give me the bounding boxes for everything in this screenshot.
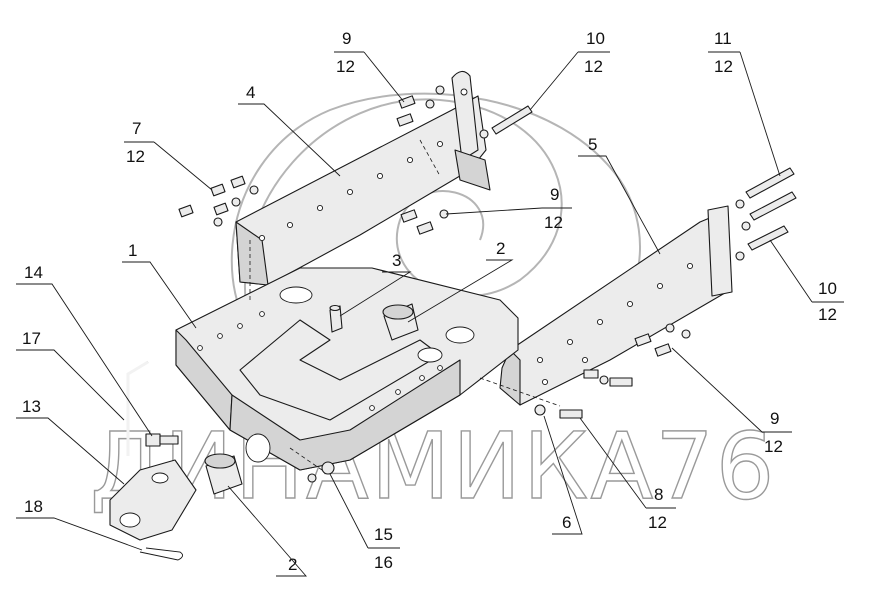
svg-text:16: 16 — [374, 553, 393, 572]
svg-text:12: 12 — [544, 213, 563, 232]
fasteners-group-9b — [400, 209, 449, 235]
svg-text:12: 12 — [764, 437, 783, 456]
callout-7-12: 7 12 — [124, 119, 213, 191]
svg-text:8: 8 — [654, 485, 663, 504]
fasteners-group-9a — [396, 85, 445, 127]
callout-3: 3 — [339, 251, 412, 317]
svg-text:10: 10 — [818, 279, 837, 298]
watermark: ДИНАМИКА76 — [89, 92, 776, 521]
svg-text:17: 17 — [22, 329, 41, 348]
callout-1: 1 — [122, 241, 197, 329]
svg-text:4: 4 — [246, 83, 255, 102]
fasteners-group-10b — [735, 225, 789, 261]
part-1-holes — [197, 311, 443, 411]
callout-2-lower: 2 — [227, 485, 307, 577]
callout-4: 4 — [238, 83, 341, 177]
callout-6: 6 — [543, 415, 583, 535]
part-2-bushing-upper — [382, 303, 419, 341]
svg-text:7: 7 — [132, 119, 141, 138]
svg-text:9: 9 — [342, 29, 351, 48]
callout-13: 13 — [16, 397, 125, 485]
part-18-cotter — [139, 547, 183, 561]
callout-10-12-right: 10 12 — [769, 239, 844, 324]
part-5-holes — [536, 262, 694, 386]
part-1-main-frame — [175, 267, 519, 471]
svg-text:14: 14 — [24, 263, 43, 282]
part-4-holes — [258, 88, 468, 242]
fasteners-group-7 — [178, 175, 259, 227]
svg-text:12: 12 — [336, 57, 355, 76]
callout-9-12-middle: 9 12 — [445, 185, 572, 232]
fasteners-group-10a — [479, 105, 533, 139]
part-4-upper-rail — [235, 70, 491, 286]
svg-text:1: 1 — [128, 241, 137, 260]
callout-14: 14 — [16, 263, 153, 437]
svg-text:2: 2 — [496, 239, 505, 258]
callout-17: 17 — [16, 329, 125, 421]
part-5-right-rail — [499, 205, 733, 406]
fasteners-group-9c — [634, 323, 691, 357]
callout-11-12: 11 12 — [708, 29, 781, 177]
svg-text:6: 6 — [562, 513, 571, 532]
svg-text:11: 11 — [714, 29, 732, 48]
svg-text:12: 12 — [126, 147, 145, 166]
callout-18: 18 — [16, 497, 143, 551]
callout-9-12-top: 9 12 — [334, 29, 405, 103]
callout-5: 5 — [578, 135, 661, 255]
svg-text:18: 18 — [24, 497, 43, 516]
fasteners-group-8 — [534, 369, 633, 419]
svg-text:9: 9 — [770, 409, 779, 428]
svg-text:2: 2 — [288, 555, 297, 574]
svg-text:9: 9 — [550, 185, 559, 204]
svg-text:10: 10 — [586, 29, 605, 48]
part-13-hitch — [109, 459, 197, 541]
fasteners-group-15 — [307, 461, 335, 483]
svg-text:12: 12 — [584, 57, 603, 76]
fasteners-group-11 — [735, 167, 797, 231]
watermark-text: ДИНАМИКА76 — [90, 413, 776, 520]
part-17-l-pin — [126, 360, 149, 456]
callout-10-12-top: 10 12 — [529, 29, 610, 111]
assembly-dash-lines — [249, 139, 561, 471]
svg-text:12: 12 — [714, 57, 733, 76]
svg-text:3: 3 — [392, 251, 401, 270]
svg-text:5: 5 — [588, 135, 597, 154]
svg-text:13: 13 — [22, 397, 41, 416]
callout-8-12: 8 12 — [579, 417, 676, 532]
callout-9-12-right: 9 12 — [671, 347, 792, 456]
part-3-pin — [329, 304, 343, 333]
part-14-bolt — [145, 433, 179, 447]
svg-text:15: 15 — [374, 525, 393, 544]
callout-2-upper: 2 — [407, 239, 514, 323]
svg-text:12: 12 — [648, 513, 667, 532]
part-2-bushing-lower — [204, 453, 243, 495]
callout-15-16: 15 16 — [329, 473, 400, 572]
svg-text:12: 12 — [818, 305, 837, 324]
